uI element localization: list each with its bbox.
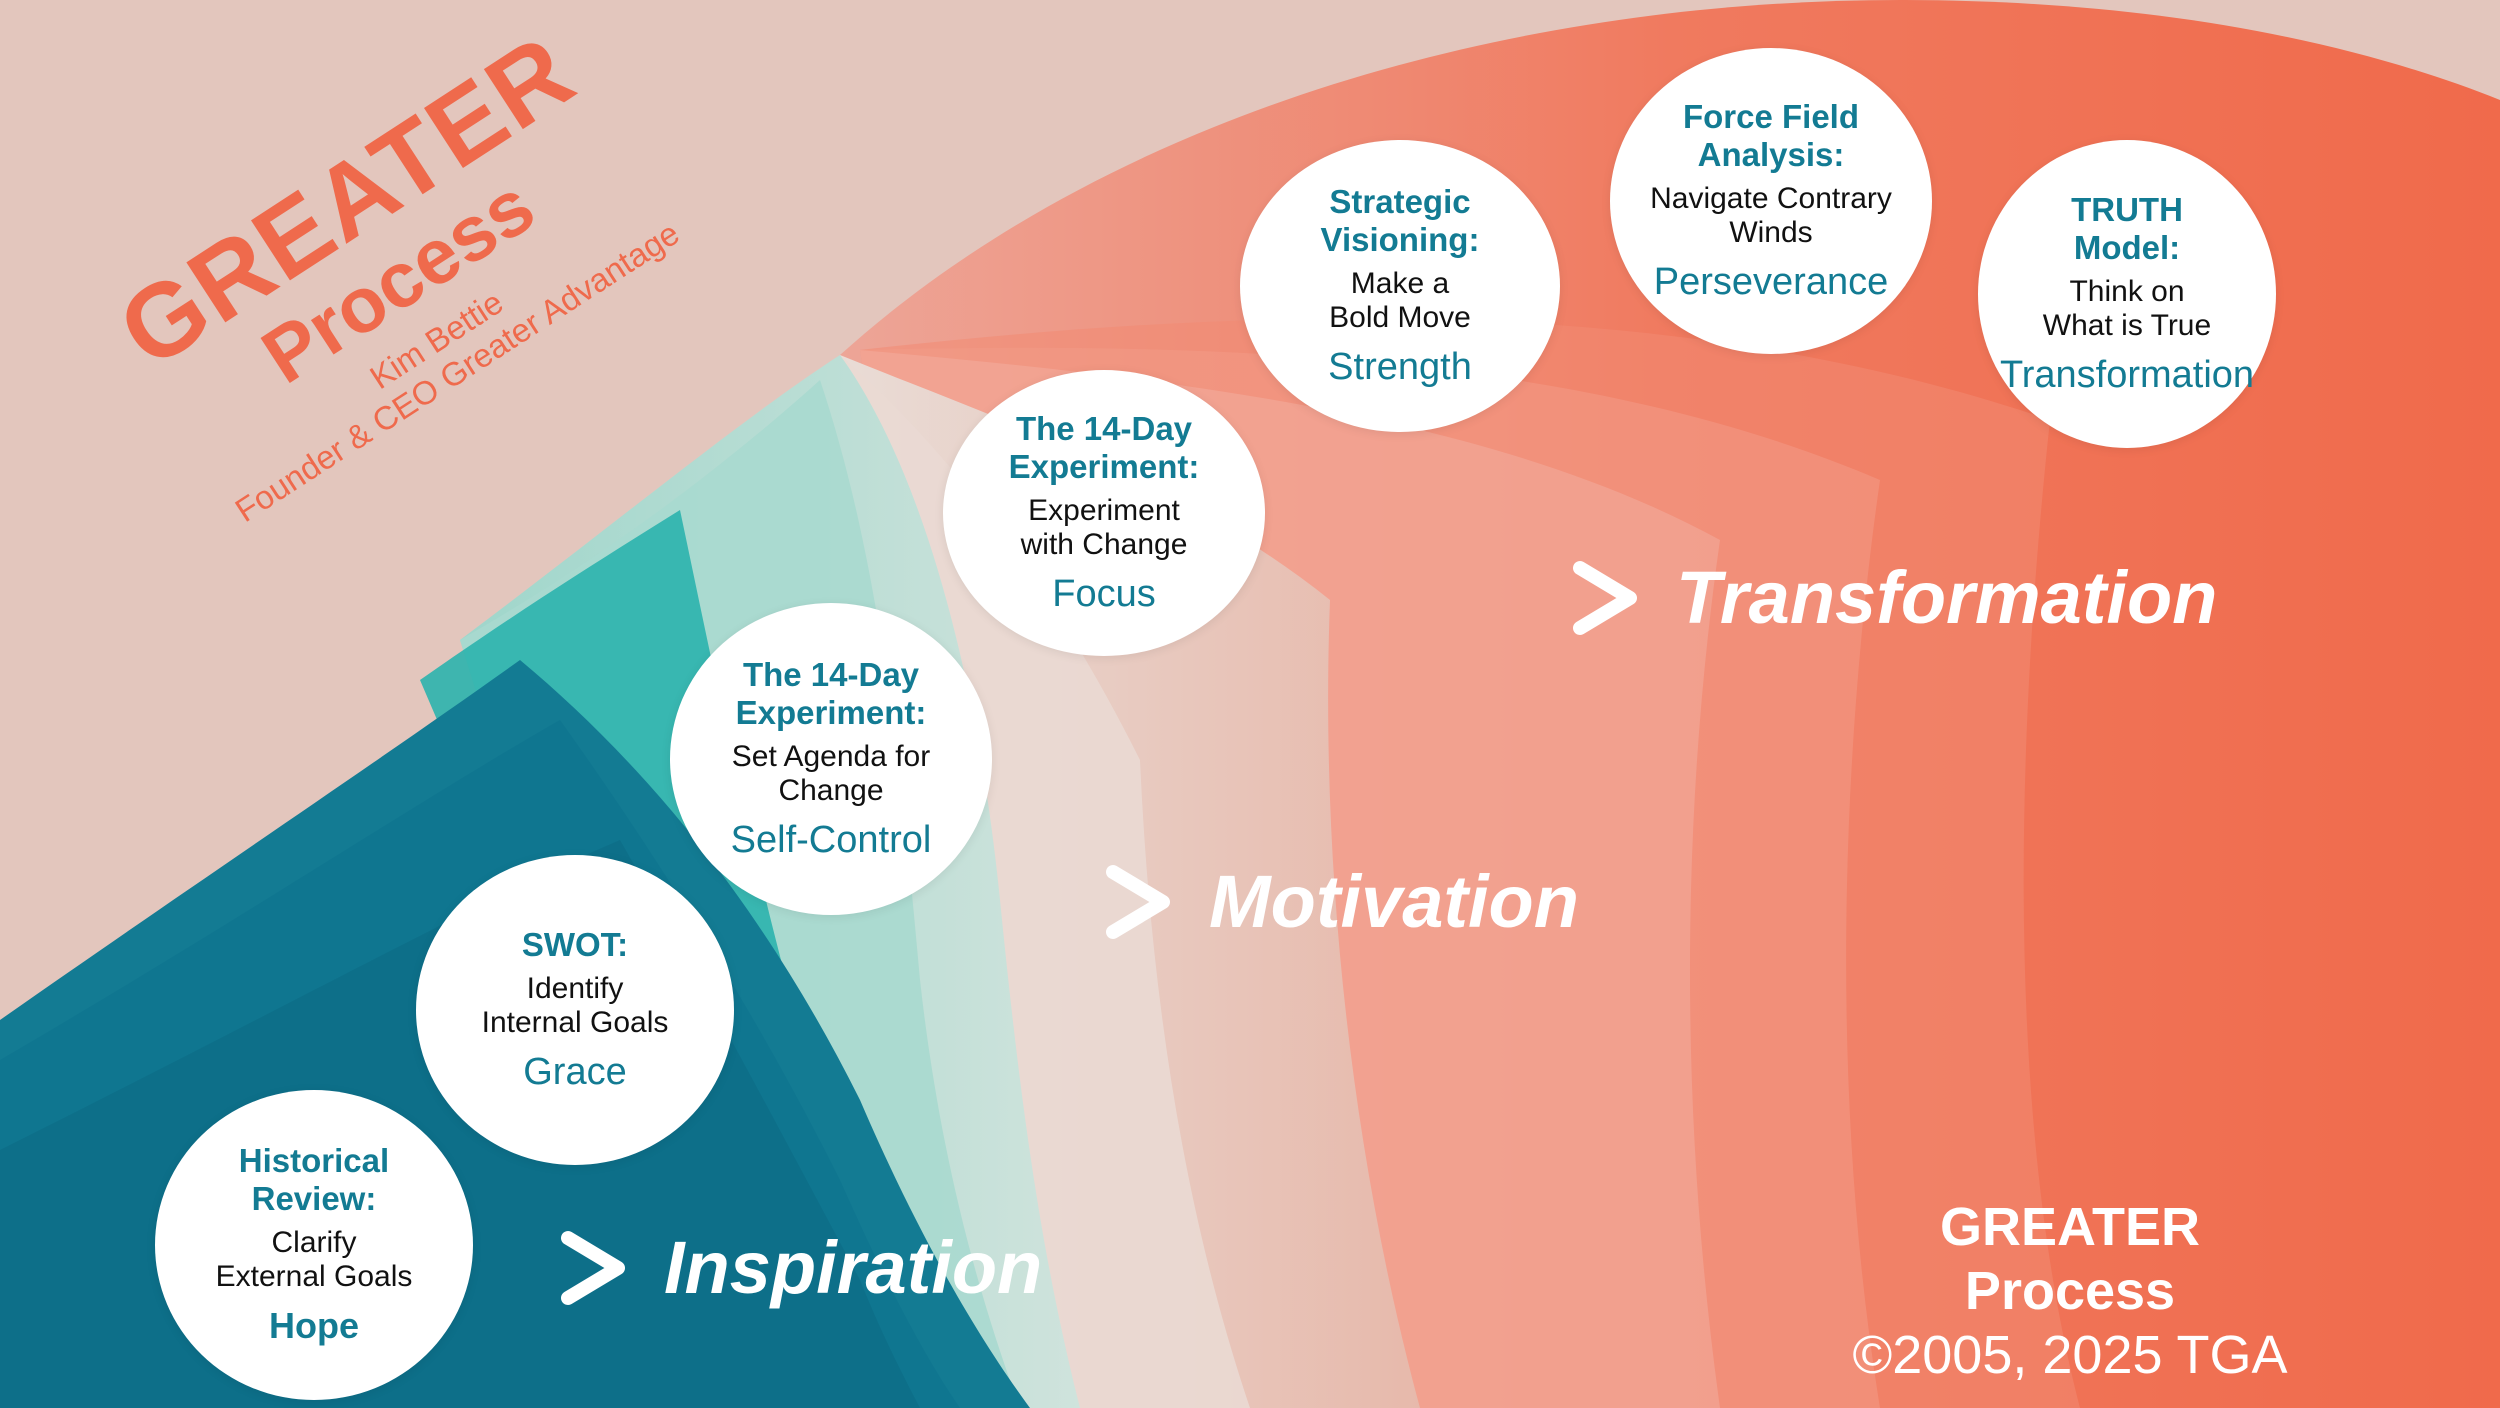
step-virtue: Grace (523, 1050, 626, 1094)
credit-copyright: ©2005, 2025 TGA (1820, 1323, 2320, 1387)
stage-label: Motivation (1209, 862, 1579, 942)
step-virtue: Hope (269, 1304, 359, 1348)
stage-label: Transformation (1676, 558, 2217, 638)
step-virtue: Strength (1328, 345, 1472, 389)
step-circle-14-day-agenda: The 14-Day Experiment: Set Agenda for Ch… (670, 603, 992, 915)
step-heading: Force Field Analysis: (1683, 98, 1859, 174)
credit-subtitle: Process (1820, 1259, 2320, 1323)
stage-transformation: Transformation (1572, 558, 2217, 638)
step-description: Identify Internal Goals (482, 972, 669, 1040)
step-description: Navigate Contrary Winds (1650, 182, 1892, 250)
step-circle-strategic-visioning: Strategic Visioning: Make a Bold Move St… (1240, 140, 1560, 432)
step-heading: The 14-Day Experiment: (736, 656, 927, 732)
step-description: Think on What is True (2043, 275, 2211, 343)
step-description: Make a Bold Move (1329, 267, 1471, 335)
step-virtue: Perseverance (1654, 260, 1888, 304)
credit-block: GREATER Process ©2005, 2025 TGA (1820, 1195, 2320, 1387)
step-virtue: Focus (1052, 572, 1155, 616)
step-circle-historical-review: Historical Review: Clarify External Goal… (155, 1090, 473, 1400)
step-heading: The 14-Day Experiment: (1009, 410, 1200, 486)
step-description: Clarify External Goals (216, 1226, 413, 1294)
step-heading: TRUTH Model: (2071, 191, 2183, 267)
chevron-right-icon (1572, 558, 1642, 638)
step-circle-swot: SWOT: Identify Internal Goals Grace (416, 855, 734, 1165)
step-circle-force-field: Force Field Analysis: Navigate Contrary … (1610, 48, 1932, 354)
stage-motivation: Motivation (1105, 862, 1579, 942)
chevron-right-icon (560, 1228, 630, 1308)
chevron-right-icon (1105, 862, 1175, 942)
stage-label: Inspiration (664, 1228, 1042, 1308)
credit-title: GREATER (1820, 1195, 2320, 1259)
step-circle-14-day-experiment: The 14-Day Experiment: Experiment with C… (943, 370, 1265, 656)
step-description: Experiment with Change (1021, 494, 1188, 562)
step-description: Set Agenda for Change (732, 740, 931, 808)
step-virtue: Transformation (2000, 353, 2254, 397)
stage-inspiration: Inspiration (560, 1228, 1042, 1308)
step-heading: Historical Review: (239, 1142, 389, 1218)
step-heading: SWOT: (522, 926, 628, 964)
step-virtue: Self-Control (731, 818, 932, 862)
step-heading: Strategic Visioning: (1321, 183, 1480, 259)
step-circle-truth-model: TRUTH Model: Think on What is True Trans… (1978, 140, 2276, 448)
